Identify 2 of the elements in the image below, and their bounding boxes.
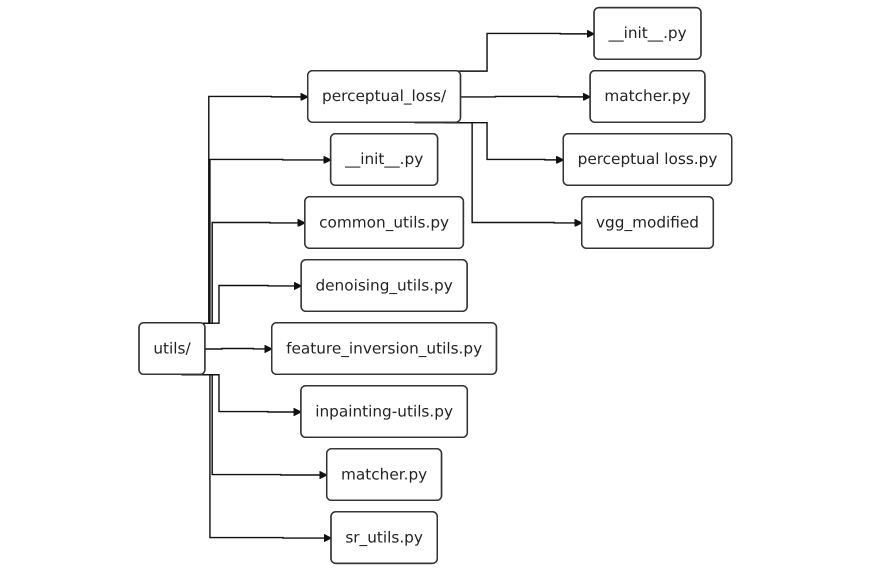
arrow (206, 344, 273, 354)
arrow (461, 92, 592, 102)
